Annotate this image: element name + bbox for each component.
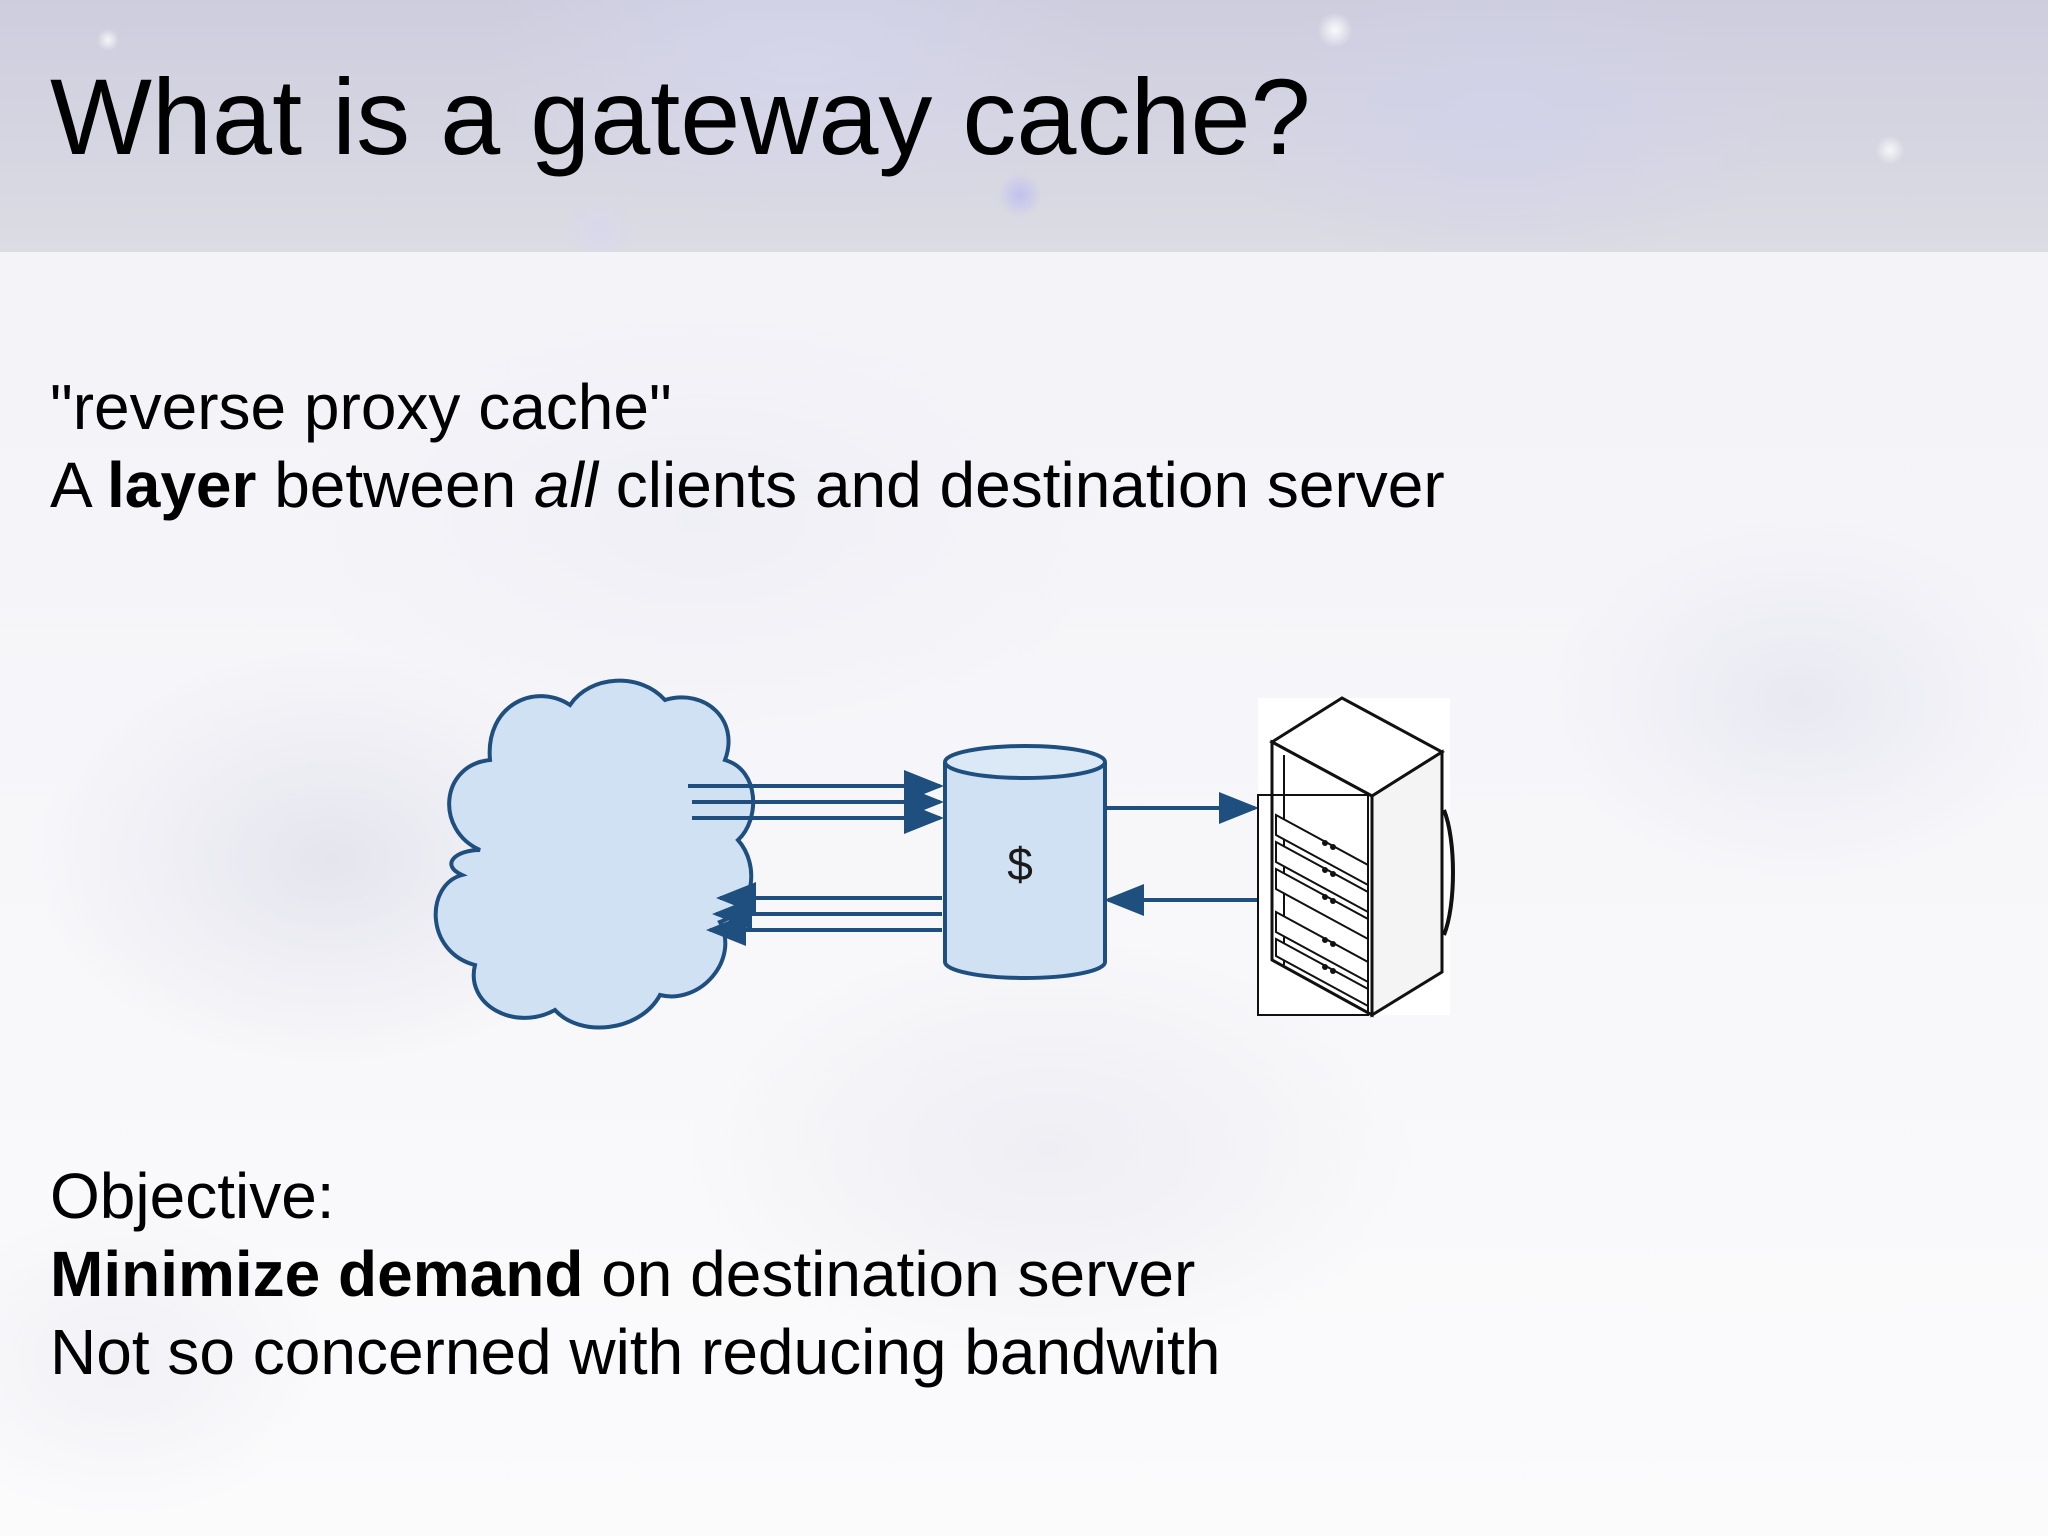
intro-line-2-part-1: A	[50, 449, 107, 521]
gateway-cache-diagram: $	[420, 660, 1470, 1060]
intro-line-1: "reverse proxy cache"	[50, 371, 672, 443]
intro-line-2-part-2: between	[256, 449, 534, 521]
database-icon: $	[943, 744, 1107, 980]
objective-line-3: Not so concerned with reducing bandwith	[50, 1316, 1221, 1388]
intro-line-2-italic: all	[533, 449, 598, 521]
server-arrows	[1104, 792, 1260, 916]
response-arrows	[706, 882, 942, 946]
intro-line-2-bold: layer	[106, 449, 257, 521]
cache-symbol: $	[1007, 838, 1033, 890]
intro-text: "reverse proxy cache" A layer between al…	[50, 368, 1445, 524]
objective-line-2: Minimize demand on destination server	[50, 1235, 1220, 1313]
slide-header: What is a gateway cache?	[0, 0, 2048, 252]
intro-line-2-part-3: clients and destination server	[597, 449, 1445, 521]
objective-line-2-rest: on destination server	[583, 1238, 1196, 1310]
intro-line-2: A layer between all clients and destinat…	[50, 446, 1445, 524]
objective-text: Objective: Minimize demand on destinatio…	[50, 1157, 1220, 1391]
diagram-svg: $	[433, 678, 1455, 1030]
request-arrows	[688, 770, 944, 834]
objective-bold: Minimize demand	[50, 1238, 584, 1310]
objective-heading: Objective:	[50, 1160, 335, 1232]
server-rack-icon	[1257, 696, 1455, 1018]
cloud-icon	[433, 678, 756, 1030]
slide-title: What is a gateway cache?	[50, 56, 1311, 177]
